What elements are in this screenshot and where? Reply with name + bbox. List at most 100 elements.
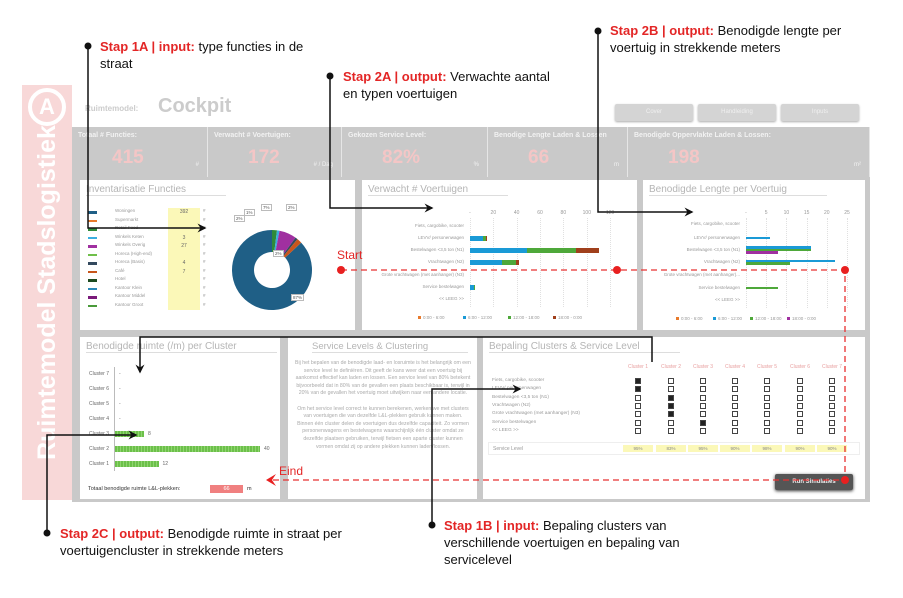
cluster-checkbox[interactable] [764, 419, 770, 426]
cluster-checkbox[interactable] [764, 394, 770, 401]
cluster-checkbox[interactable] [635, 402, 641, 409]
cluster-row-label: << LEEG >> [492, 427, 519, 433]
function-value-input[interactable] [168, 293, 200, 302]
function-value-input[interactable]: 4 [168, 259, 200, 268]
cluster-checkbox[interactable] [635, 419, 641, 426]
cluster-checkbox[interactable] [764, 427, 770, 434]
kpi-value: 198 [668, 147, 700, 168]
service-level-input[interactable]: 95% [623, 445, 653, 452]
category-label: Bestelwagen <3,5 ton (N1) [686, 247, 740, 252]
cluster-checkbox[interactable] [732, 378, 738, 384]
cluster-checkbox[interactable] [668, 411, 674, 418]
cluster-checkbox[interactable] [668, 394, 674, 401]
cluster-checkbox[interactable] [732, 411, 738, 418]
function-value-input[interactable] [168, 225, 200, 234]
bar [482, 235, 487, 241]
cluster-checkbox[interactable] [700, 378, 706, 384]
function-value-input[interactable] [168, 276, 200, 285]
service-level-input[interactable]: 98% [752, 445, 782, 452]
cluster-header: Cluster 2 [660, 364, 681, 370]
cluster-checkbox[interactable] [797, 394, 803, 401]
cluster-checkbox[interactable] [829, 402, 835, 409]
cluster-checkbox[interactable] [700, 386, 706, 393]
function-value-input[interactable]: 3 [168, 233, 200, 242]
cluster-checkbox[interactable] [635, 378, 641, 384]
run-simulaties-button[interactable]: Run Simulaties [775, 474, 853, 490]
cluster-checkbox[interactable] [732, 427, 738, 434]
cluster-checkbox[interactable] [668, 402, 674, 409]
cluster-checkbox[interactable] [797, 378, 803, 384]
cluster-label: Cluster 5 [88, 401, 109, 407]
cluster-checkbox[interactable] [829, 378, 835, 384]
cluster-checkbox[interactable] [764, 402, 770, 409]
service-level-input[interactable]: 90% [720, 445, 750, 452]
cluster-checkbox[interactable] [635, 411, 641, 418]
cluster-checkbox[interactable] [668, 378, 674, 384]
bar [470, 247, 528, 253]
cluster-bar [115, 446, 260, 452]
cluster-checkbox[interactable] [829, 411, 835, 418]
gridline [540, 218, 541, 307]
cluster-checkbox[interactable] [732, 394, 738, 401]
cluster-checkbox[interactable] [764, 378, 770, 384]
tick-label: 60 [537, 210, 543, 216]
function-value-input[interactable]: 392 [168, 208, 200, 217]
cluster-value: - [119, 386, 121, 392]
flow-dashed-path [270, 269, 846, 481]
functies-panel: Inventarisatie Functies [80, 180, 355, 330]
cluster-checkbox[interactable] [635, 386, 641, 393]
cluster-checkbox[interactable] [668, 419, 674, 426]
arrow-1a [87, 46, 207, 233]
function-value-input[interactable] [168, 284, 200, 293]
total-ruimte-value: 66 [210, 485, 243, 493]
cluster-checkbox[interactable] [797, 386, 803, 393]
legend-label: 6:00 - 12:00 [718, 316, 743, 321]
cluster-checkbox[interactable] [732, 402, 738, 409]
cluster-checkbox[interactable] [829, 427, 835, 434]
cluster-header: Cluster 1 [627, 364, 648, 370]
cluster-checkbox[interactable] [700, 394, 706, 401]
kpi-value: 82% [382, 147, 421, 168]
panel-title: Benodigde ruimte (/m) per Cluster [86, 341, 277, 353]
donut-label: 1% [244, 209, 255, 216]
service-level-input[interactable]: 95% [688, 445, 718, 452]
function-value-input[interactable] [168, 250, 200, 259]
arrow-2c [46, 430, 138, 533]
cluster-checkbox[interactable] [797, 427, 803, 434]
service-level-input[interactable]: 83% [656, 445, 686, 452]
cluster-checkbox[interactable] [797, 419, 803, 426]
cluster-checkbox[interactable] [700, 427, 706, 434]
cluster-header: Cluster 3 [692, 364, 713, 370]
legend-marker [676, 317, 679, 320]
cluster-checkbox[interactable] [635, 427, 641, 434]
cluster-checkbox[interactable] [700, 411, 706, 418]
cluster-checkbox[interactable] [668, 427, 674, 434]
function-value-input[interactable] [168, 301, 200, 310]
cluster-checkbox[interactable] [764, 411, 770, 418]
function-value-input[interactable]: 27 [168, 242, 200, 251]
cluster-checkbox[interactable] [829, 419, 835, 426]
kpi-label: Gekozen Service Level: [348, 132, 427, 139]
cluster-checkbox[interactable] [700, 419, 706, 426]
bar [470, 284, 474, 290]
cluster-checkbox[interactable] [829, 394, 835, 401]
cluster-checkbox[interactable] [797, 402, 803, 409]
service-level-input[interactable]: 90% [785, 445, 815, 452]
tick-label: 100 [582, 210, 591, 216]
cluster-checkbox[interactable] [700, 402, 706, 409]
cluster-checkbox[interactable] [732, 419, 738, 426]
cluster-checkbox[interactable] [668, 386, 674, 393]
cluster-checkbox[interactable] [764, 386, 770, 393]
cluster-checkbox[interactable] [732, 386, 738, 393]
function-value-input[interactable] [168, 216, 200, 225]
cluster-checkbox[interactable] [635, 394, 641, 401]
function-value-input[interactable]: 7 [168, 267, 200, 276]
service-level-input[interactable]: 90% [817, 445, 847, 452]
handleiding-button[interactable]: Handleiding [698, 104, 776, 121]
bar [486, 235, 488, 241]
cluster-checkbox[interactable] [829, 386, 835, 393]
cluster-checkbox[interactable] [797, 411, 803, 418]
cover-button[interactable]: Cover [615, 104, 693, 121]
inputs-button[interactable]: Inputs [781, 104, 859, 121]
function-unit: # [203, 259, 206, 264]
